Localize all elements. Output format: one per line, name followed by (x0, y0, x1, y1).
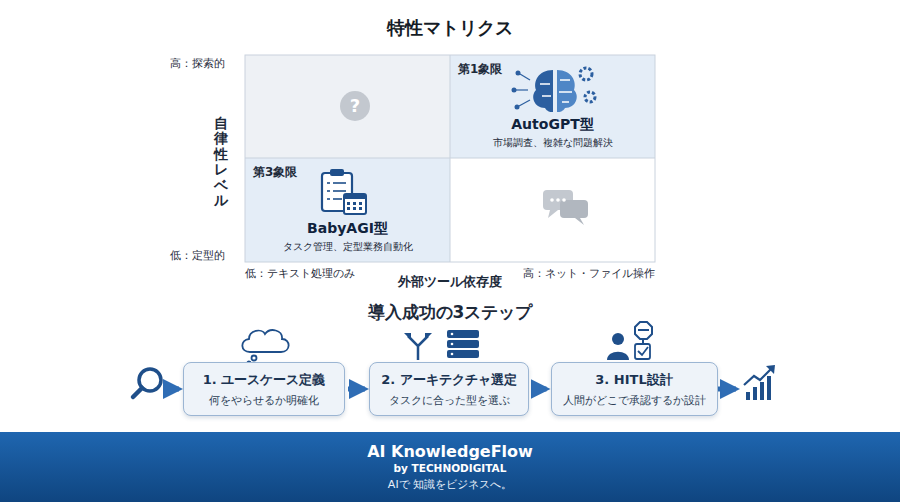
step-title: 3. HITL設計 (595, 371, 672, 389)
step-box: 2. アーキテクチャ選定タスクに合った型を選ぶ (369, 362, 529, 416)
step-box: 3. HITL設計人間がどこで承認するか設計 (551, 362, 718, 416)
brand-byline: by TECHNODIGITAL (394, 462, 507, 474)
quadrant-cell: 第3象限 BabyAGI型タスク管理、定型業務自動化 (245, 158, 450, 262)
axis-low-label: 低：テキスト処理のみ (245, 267, 355, 281)
thought-cloud-icon (242, 330, 288, 364)
quadrant-cell: 第1象限 AutoGPT型市場調査、複雑な問題解決 (450, 55, 655, 158)
footer-band: AI KnowledgeFlowby TECHNODIGITAL AIで 知識をビ… (0, 432, 900, 502)
quadrant-name: AutoGPT型 (511, 116, 593, 134)
quadrant-tag: 第1象限 (458, 61, 502, 78)
brain-icon (512, 68, 596, 112)
brand-name: AI KnowledgeFlow (367, 442, 533, 461)
quadrant-description: タスク管理、定型業務自動化 (283, 240, 413, 254)
question-icon (340, 91, 370, 121)
step-title: 1. ユースケース定義 (203, 371, 326, 389)
question-mark: ? (340, 95, 370, 116)
step-description: 何をやらせるか明確化 (209, 394, 319, 408)
step-box: 1. ユースケース定義何をやらせるか明確化 (183, 362, 345, 416)
growth-chart-icon (744, 365, 775, 400)
section-heading: 導入成功の3ステップ (300, 301, 600, 324)
chat-icon (543, 190, 588, 225)
quadrant-description: 市場調査、複雑な問題解決 (493, 136, 613, 150)
magnifier-icon (133, 369, 161, 397)
matrix-grid (245, 55, 655, 262)
step-title: 2. アーキテクチャ選定 (381, 371, 517, 389)
flow-arrow (348, 387, 365, 392)
diagram-title: 特性マトリクス (300, 16, 600, 40)
axis-title: 自律性レベル (214, 116, 228, 208)
quadrant-tag: 第3象限 (253, 164, 297, 181)
architecture-icon (404, 330, 479, 360)
flow-arrow (532, 387, 547, 392)
axis-low-label: 低：定型的 (170, 248, 225, 263)
step-description: タスクに合った型を選ぶ (389, 394, 510, 408)
clipboard-icon (322, 169, 366, 214)
approval-icon (607, 322, 652, 360)
quadrant-name: BabyAGI型 (307, 220, 388, 238)
step-description: 人間がどこで承認するか設計 (563, 394, 706, 408)
axis-high-label: 高：ネット・ファイル操作 (505, 267, 655, 281)
axis-high-label: 高：探索的 (170, 56, 225, 71)
axis-title: 外部ツール依存度 (370, 273, 530, 291)
brand-tagline: AIで 知識をビジネスへ。 (388, 477, 512, 492)
